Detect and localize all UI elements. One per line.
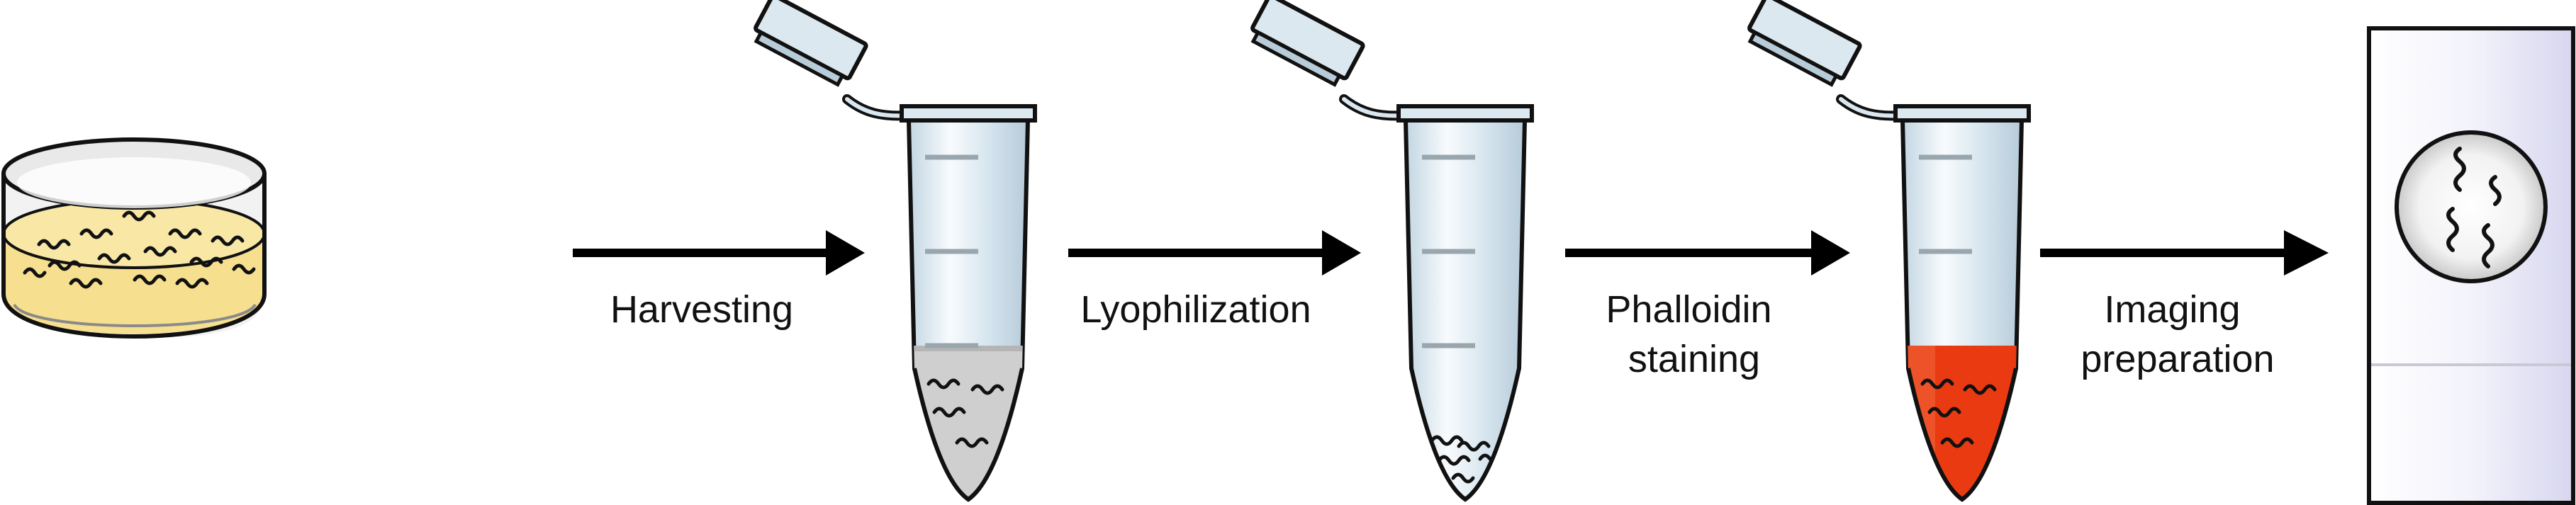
microcentrifuge-tube-icon	[754, 0, 1037, 502]
arrow-4	[2040, 230, 2329, 276]
arrow-3	[1565, 230, 1850, 276]
step-label-imaging-preparation: Imaging preparation	[2081, 288, 2274, 380]
dried-worms	[1430, 435, 1492, 484]
step-label-phalloidin-staining: Phalloidin staining	[1606, 288, 1782, 380]
step-label-lyophilization: Lyophilization	[1080, 288, 1311, 331]
dish-worms	[23, 210, 256, 289]
stained-worms	[1920, 378, 1997, 448]
arrow-2	[1068, 230, 1361, 276]
microcentrifuge-tube-icon	[1250, 0, 1534, 502]
step-label-harvesting: Harvesting	[610, 288, 793, 331]
mounted-worms	[2446, 147, 2502, 268]
microscope-slide-icon	[2367, 26, 2575, 505]
tube-worms	[926, 378, 1004, 448]
arrow-1	[573, 230, 865, 276]
petri-dish-icon	[1, 137, 267, 339]
coverslip	[2395, 130, 2548, 283]
